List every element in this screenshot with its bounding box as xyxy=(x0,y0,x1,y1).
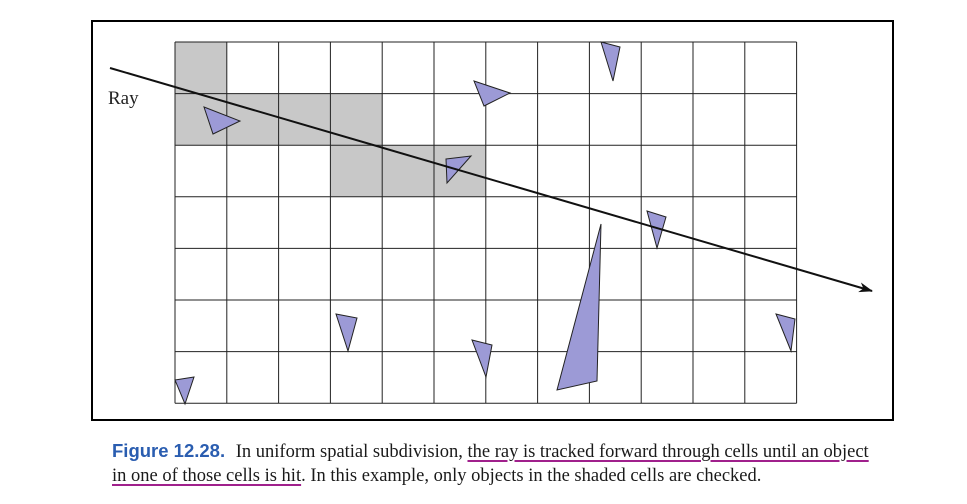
scene-object xyxy=(600,41,621,82)
figure-caption: Figure 12.28. In uniform spatial subdivi… xyxy=(112,439,957,488)
scene-object xyxy=(556,223,602,391)
scene-object xyxy=(775,313,796,353)
scene-object xyxy=(203,106,242,135)
caption-text-before: In uniform spatial subdivision, xyxy=(235,442,468,462)
caption-text-after: . In this example, only objects in the s… xyxy=(301,466,762,486)
figure-label: Figure 12.28. xyxy=(112,440,226,461)
scene-object xyxy=(174,376,195,406)
scene-object xyxy=(335,313,358,353)
scene-object xyxy=(473,80,512,107)
caption-highlight-1: the ray is tracked forward through cells… xyxy=(467,442,869,462)
ray-arrow xyxy=(109,67,873,293)
shaded-cell xyxy=(175,42,227,94)
scene-object xyxy=(471,339,493,379)
spatial-subdivision-diagram: Ray xyxy=(108,41,873,406)
shaded-cell xyxy=(330,93,383,146)
scene-object xyxy=(646,210,667,250)
ray-label: Ray xyxy=(108,88,139,109)
shaded-cell xyxy=(330,145,383,197)
scene-objects xyxy=(174,41,796,406)
shaded-cell xyxy=(382,145,434,197)
caption-highlight-2: in one of those cells is hit xyxy=(112,466,302,486)
